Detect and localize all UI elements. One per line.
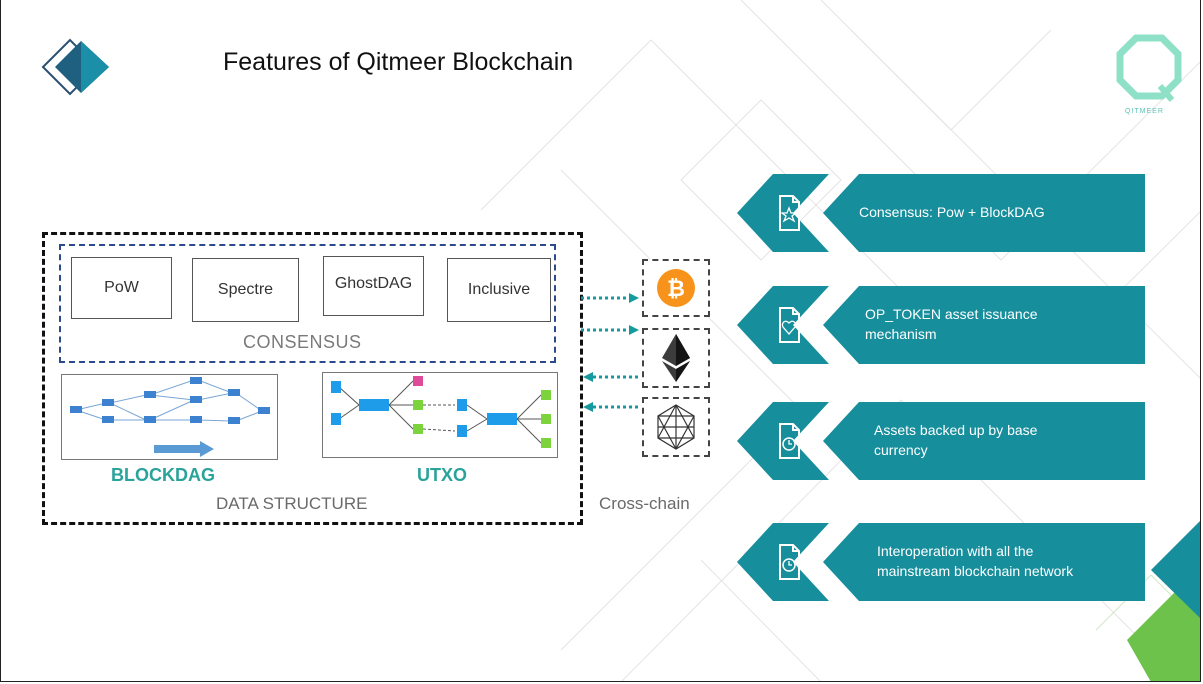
feature-assets-text: Assets backed up by base currency (874, 420, 1037, 460)
cross-chain-arrows (581, 293, 641, 412)
feature-op-token-line1: OP_TOKEN asset issuance (865, 306, 1038, 322)
feature-assets-line2: currency (874, 442, 928, 458)
blockdag-label: BLOCKDAG (111, 465, 215, 485)
diamond-logo-icon (41, 38, 109, 96)
feature-op-token-text: OP_TOKEN asset issuance mechanism (865, 304, 1037, 344)
feature-banner-interoperation: Interoperation with all the mainstream b… (737, 523, 1145, 601)
utxo-label: UTXO (417, 465, 468, 485)
data-structure-label: DATA STRUCTURE (216, 494, 368, 513)
feature-banner-op-token: OP_TOKEN asset issuance mechanism (737, 286, 1145, 364)
consensus-label: CONSENSUS (243, 332, 362, 352)
utxo-diagram (322, 372, 558, 458)
feature-op-token-line2: mechanism (865, 326, 937, 342)
architecture-box (42, 232, 583, 525)
feature-consensus-text: Consensus: Pow + BlockDAG (859, 204, 1045, 220)
svg-text:₿: ₿ (667, 277, 685, 302)
teal-corner-shape (1151, 521, 1200, 619)
page-title: Features of Qitmeer Blockchain (223, 48, 574, 76)
consensus-box (59, 244, 556, 363)
bitcoin-icon: ₿ (642, 259, 710, 317)
algo-spectre: Spectre (192, 258, 299, 322)
feature-banner-consensus: Consensus: Pow + BlockDAG (737, 174, 1145, 252)
algo-inclusive: Inclusive (447, 258, 551, 322)
feature-interoperation-text: Interoperation with all the mainstream b… (877, 541, 1073, 581)
feature-assets-line1: Assets backed up by base (874, 422, 1038, 438)
cross-chain-label: Cross-chain (599, 494, 690, 513)
feature-interoperation-line1: Interoperation with all the (877, 543, 1034, 559)
ethereum-icon (642, 328, 710, 388)
qitmeer-octagon-icon (1116, 34, 1182, 102)
algo-pow: PoW (71, 257, 172, 319)
feature-interoperation-line2: mainstream blockchain network (877, 563, 1074, 579)
logo-text: QITMEER (1125, 108, 1164, 115)
algo-ghostdag: GhostDAG (323, 256, 424, 316)
blockdag-diagram (61, 374, 278, 460)
feature-banner-assets: Assets backed up by base currency (737, 402, 1145, 480)
hcash-icon (642, 397, 710, 457)
